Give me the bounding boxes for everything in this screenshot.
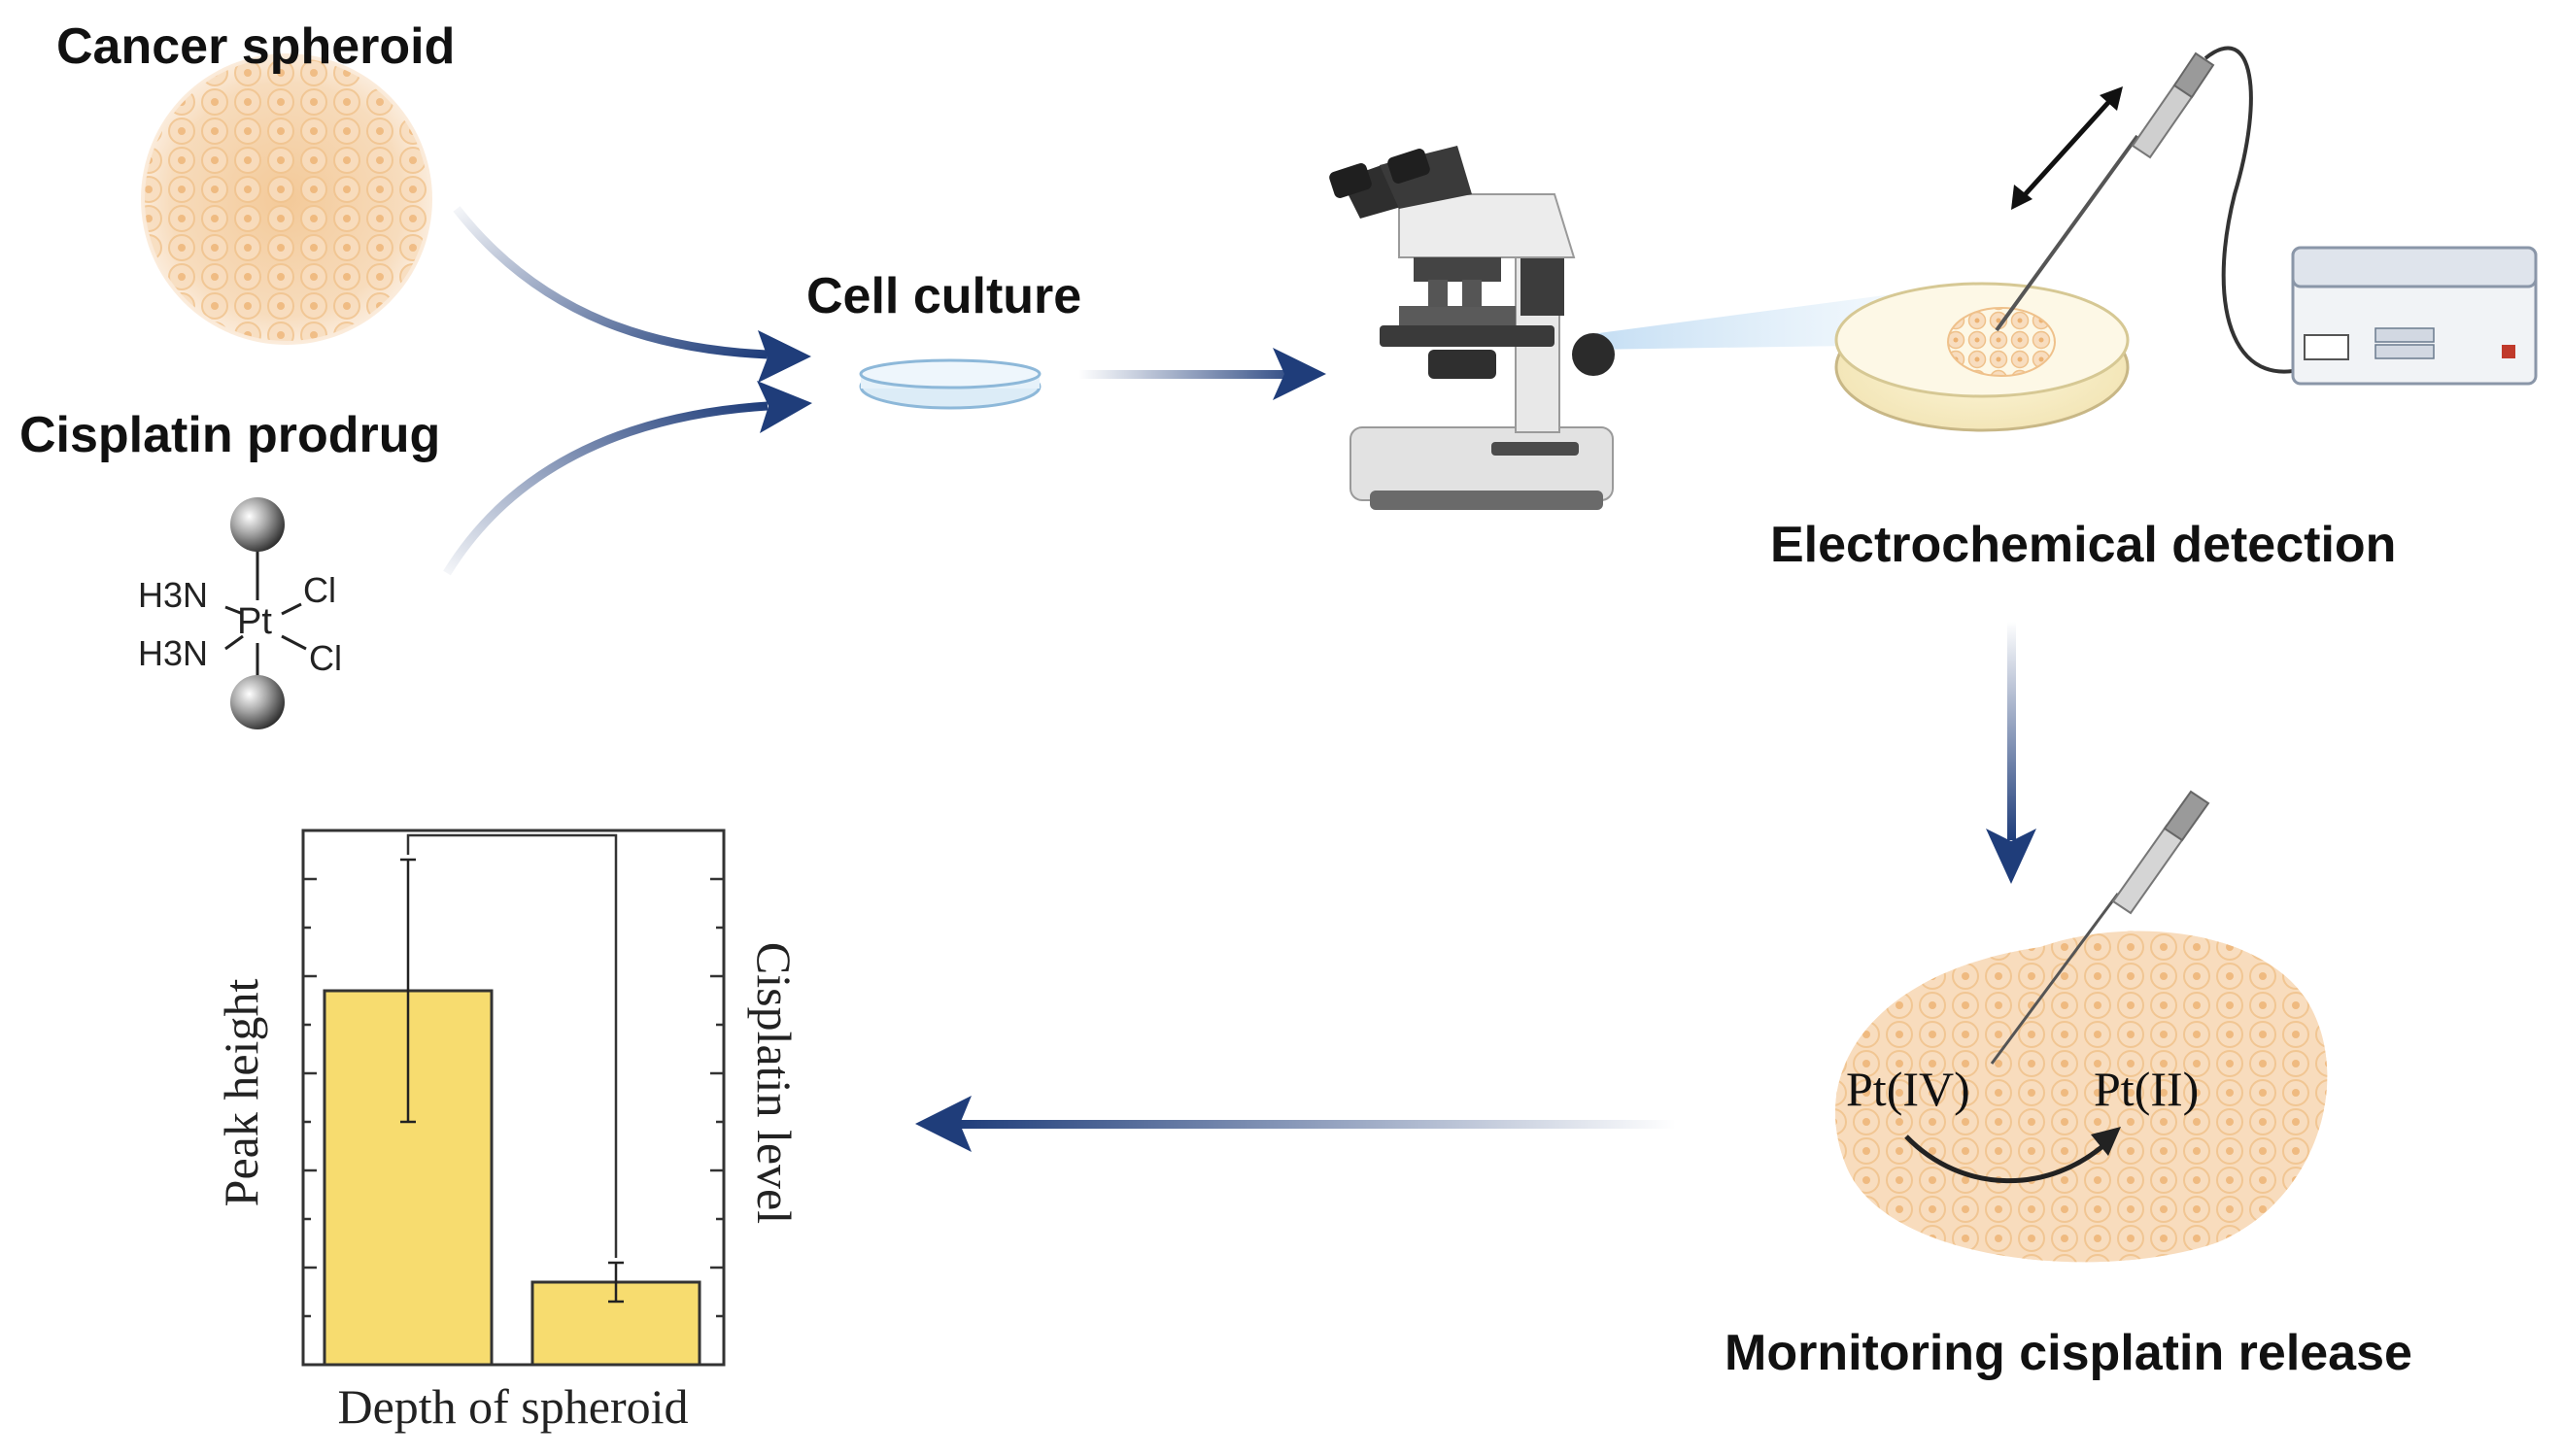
significance-bracket-line bbox=[406, 833, 618, 1258]
monitoring-spheroid bbox=[1835, 790, 2328, 1263]
molecule-ligand-right-bottom: Cl bbox=[309, 638, 342, 678]
label-cell-culture: Cell culture bbox=[806, 268, 1081, 324]
chart-bars bbox=[323, 989, 701, 1367]
axial-ligand-top bbox=[230, 497, 285, 552]
arrow-monitoring-to-chart bbox=[915, 1096, 1676, 1152]
cisplatin-prodrug-molecule bbox=[224, 497, 307, 729]
chart-error-bars bbox=[400, 858, 624, 1304]
cancer-spheroid-illustration bbox=[141, 53, 432, 345]
bar-chart bbox=[301, 829, 726, 1367]
microscope-illustration bbox=[1329, 146, 1914, 510]
molecule-ligand-left-bottom: H3N bbox=[138, 633, 208, 673]
label-cancer-spheroid: Cancer spheroid bbox=[56, 18, 455, 75]
chart-xlabel: Depth of spheroid bbox=[337, 1379, 688, 1434]
molecule-ligand-left-top: H3N bbox=[138, 575, 208, 615]
reaction-to: Pt(II) bbox=[2094, 1062, 2199, 1116]
arrow-spheroid-to-culture bbox=[453, 206, 811, 383]
chart-frame bbox=[301, 829, 726, 1367]
significance-bracket bbox=[406, 833, 618, 1258]
axial-ligand-bottom bbox=[230, 675, 285, 729]
cell-culture-dish bbox=[859, 358, 1042, 410]
arrow-prodrug-to-culture bbox=[443, 381, 812, 576]
chart-ticks bbox=[303, 877, 724, 1318]
molecule-center: Pt bbox=[237, 601, 272, 642]
molecule-ligand-right-top: Cl bbox=[303, 570, 336, 610]
chart-ylabel: Peak height bbox=[214, 979, 268, 1207]
label-cisplatin-prodrug: Cisplatin prodrug bbox=[19, 407, 440, 463]
electrochemical-setup bbox=[1834, 46, 2538, 432]
arrow-culture-to-microscope bbox=[1078, 348, 1326, 400]
chart-ylabel-right: Cisplatin level bbox=[747, 942, 802, 1224]
reaction-from: Pt(IV) bbox=[1846, 1062, 1970, 1116]
arrow-detection-to-monitoring bbox=[1986, 622, 2036, 884]
label-electrochemical-detection: Electrochemical detection bbox=[1770, 517, 2396, 573]
label-monitoring-release: Mornitoring cisplatin release bbox=[1725, 1325, 2412, 1381]
